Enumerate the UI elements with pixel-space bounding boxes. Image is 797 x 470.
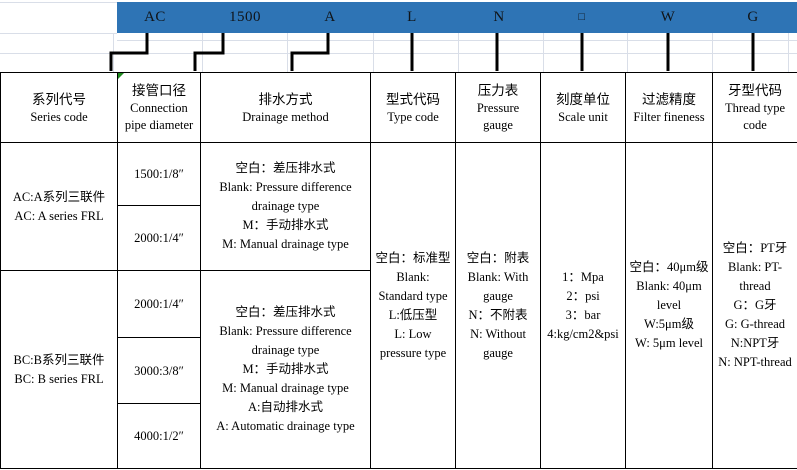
cell-text: 空白：40μm级 Blank: 40μm level W:5μm级 W: 5μm…	[629, 260, 709, 350]
header-en: Filter fineness	[633, 109, 705, 124]
gridline	[0, 53, 797, 54]
code-cell-g[interactable]: G	[747, 9, 759, 25]
cell-text: 空白：附表 Blank: With gauge N：不附表 N: Without…	[466, 250, 530, 360]
gridline	[0, 2, 117, 3]
header-zh: 型式代码	[386, 91, 440, 107]
gridline	[373, 33, 374, 72]
cell-pressure-gauge[interactable]: 空白：附表 Blank: With gauge N：不附表 N: Without…	[455, 142, 541, 469]
header-type-code[interactable]: 型式代码 Type code	[370, 72, 456, 143]
cell-text: 3000:3/8″	[134, 363, 184, 378]
cell-text: 空白：差压排水式 Blank: Pressure difference drai…	[216, 305, 355, 433]
header-series-code[interactable]: 系列代号 Series code	[0, 72, 118, 143]
header-zh: 压力表	[477, 83, 519, 98]
header-en: Connection pipe diameter	[124, 101, 194, 132]
cell-text: 1：Mpa 2：psi 3：bar 4:kg/cm2&psi	[547, 269, 619, 341]
cell-scale-unit[interactable]: 1：Mpa 2：psi 3：bar 4:kg/cm2&psi	[540, 142, 626, 469]
cell-series-bc[interactable]: BC:B系列三联件 BC: B series FRL	[0, 270, 118, 469]
code-cell-n[interactable]: N	[493, 9, 505, 25]
cell-text: 2000:1/4″	[134, 297, 184, 311]
header-zh: 排水方式	[258, 91, 313, 107]
header-zh: 刻度单位	[556, 91, 610, 107]
header-zh: 牙型代码	[728, 83, 782, 98]
cell-text: AC:A系列三联件 AC: A series FRL	[12, 189, 106, 223]
cell-text: 空白：PT牙 Blank: PT- thread G：G牙 G: G-threa…	[718, 241, 792, 369]
gridline	[543, 33, 544, 72]
cell-text: BC:B系列三联件 BC: B series FRL	[13, 352, 105, 386]
cell-series-ac[interactable]: AC:A系列三联件 AC: A series FRL	[0, 142, 118, 271]
cell-pipe-2000-b[interactable]: 2000:1/4″	[117, 270, 201, 338]
code-cell-square[interactable]: □	[578, 11, 586, 23]
header-en: Series code	[30, 109, 88, 124]
header-drainage-method[interactable]: 排水方式 Drainage method	[200, 72, 371, 143]
order-code-bar: AC 1500 A L N □ W G	[117, 2, 797, 33]
cell-pipe-1500[interactable]: 1500:1/8″	[117, 142, 201, 206]
header-filter-fineness[interactable]: 过滤精度 Filter fineness	[625, 72, 713, 143]
gridline	[712, 33, 713, 72]
code-cell-1500[interactable]: 1500	[229, 9, 261, 25]
gridline	[788, 33, 789, 72]
header-pipe-diameter[interactable]: 接管口径 Connection pipe diameter	[117, 72, 201, 143]
code-cell-a[interactable]: A	[324, 9, 336, 25]
code-cell-l[interactable]: L	[407, 9, 417, 25]
cell-pipe-3000[interactable]: 3000:3/8″	[117, 337, 201, 404]
cell-text: 2000:1/4″	[134, 231, 184, 245]
cell-thread-type[interactable]: 空白：PT牙 Blank: PT- thread G：G牙 G: G-threa…	[712, 142, 797, 469]
gridline	[117, 40, 797, 41]
connector-lines	[109, 33, 755, 71]
cell-drainage-ac[interactable]: 空白：差压排水式 Blank: Pressure difference drai…	[200, 142, 371, 271]
header-thread-type[interactable]: 牙型代码 Thread type code	[712, 72, 797, 143]
gridline	[458, 33, 459, 72]
header-en: Scale unit	[558, 109, 608, 124]
gridline	[627, 33, 628, 72]
gridline	[287, 33, 288, 72]
cell-pipe-2000-a[interactable]: 2000:1/4″	[117, 205, 201, 271]
header-pressure-gauge[interactable]: 压力表 Pressure gauge	[455, 72, 541, 143]
cell-drainage-bc[interactable]: 空白：差压排水式 Blank: Pressure difference drai…	[200, 270, 371, 469]
header-zh: 接管口径	[132, 83, 186, 98]
header-scale-unit[interactable]: 刻度单位 Scale unit	[540, 72, 626, 143]
cell-text: 空白：标准型 Blank: Standard type L:低压型 L: Low…	[375, 250, 451, 360]
code-cell-w[interactable]: W	[660, 9, 676, 25]
header-en: Type code	[387, 109, 439, 124]
header-en: Drainage method	[242, 109, 329, 124]
cell-pipe-4000[interactable]: 4000:1/2″	[117, 403, 201, 469]
cell-filter-fineness[interactable]: 空白：40μm级 Blank: 40μm level W:5μm级 W: 5μm…	[625, 142, 713, 469]
gridline	[0, 33, 117, 34]
header-zh: 系列代号	[32, 91, 86, 107]
cell-text: 1500:1/8″	[134, 167, 184, 181]
order-code-spec-table: 系列代号 Series code 接管口径 Connection pipe di…	[0, 72, 797, 469]
cell-corner-indicator-icon	[118, 73, 124, 79]
code-cell-ac[interactable]: AC	[144, 9, 166, 25]
header-en: Thread type code	[724, 101, 786, 132]
cell-text: 4000:1/2″	[134, 429, 184, 443]
cell-type-code[interactable]: 空白：标准型 Blank: Standard type L:低压型 L: Low…	[370, 142, 456, 469]
cell-text: 空白：差压排水式 Blank: Pressure difference drai…	[219, 161, 352, 251]
header-zh: 过滤精度	[642, 91, 696, 107]
header-en: Pressure gauge	[476, 101, 520, 132]
